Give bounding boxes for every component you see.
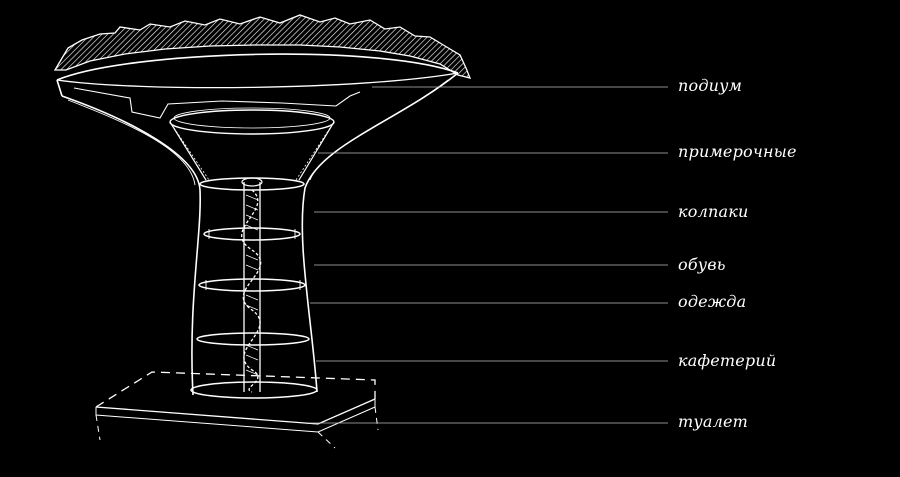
- podium-dish: [56, 53, 459, 119]
- floor-discs: [190, 177, 318, 399]
- label-shoes: обувь: [678, 255, 726, 274]
- label-toilet: туалет: [678, 412, 749, 431]
- ground-slab: [95, 371, 379, 449]
- stem-outline: [61, 72, 459, 396]
- label-cafe: кафетерий: [678, 351, 777, 370]
- label-podium: подиум: [678, 76, 743, 95]
- label-caps: колпаки: [678, 202, 749, 221]
- podium-rim: [53, 14, 472, 79]
- label-clothes: одежда: [678, 292, 747, 311]
- spiral-stair: [241, 177, 263, 393]
- label-fitting-rooms: примерочные: [678, 142, 797, 161]
- leader-lines: [310, 86, 668, 424]
- fitting-drum: [169, 107, 335, 181]
